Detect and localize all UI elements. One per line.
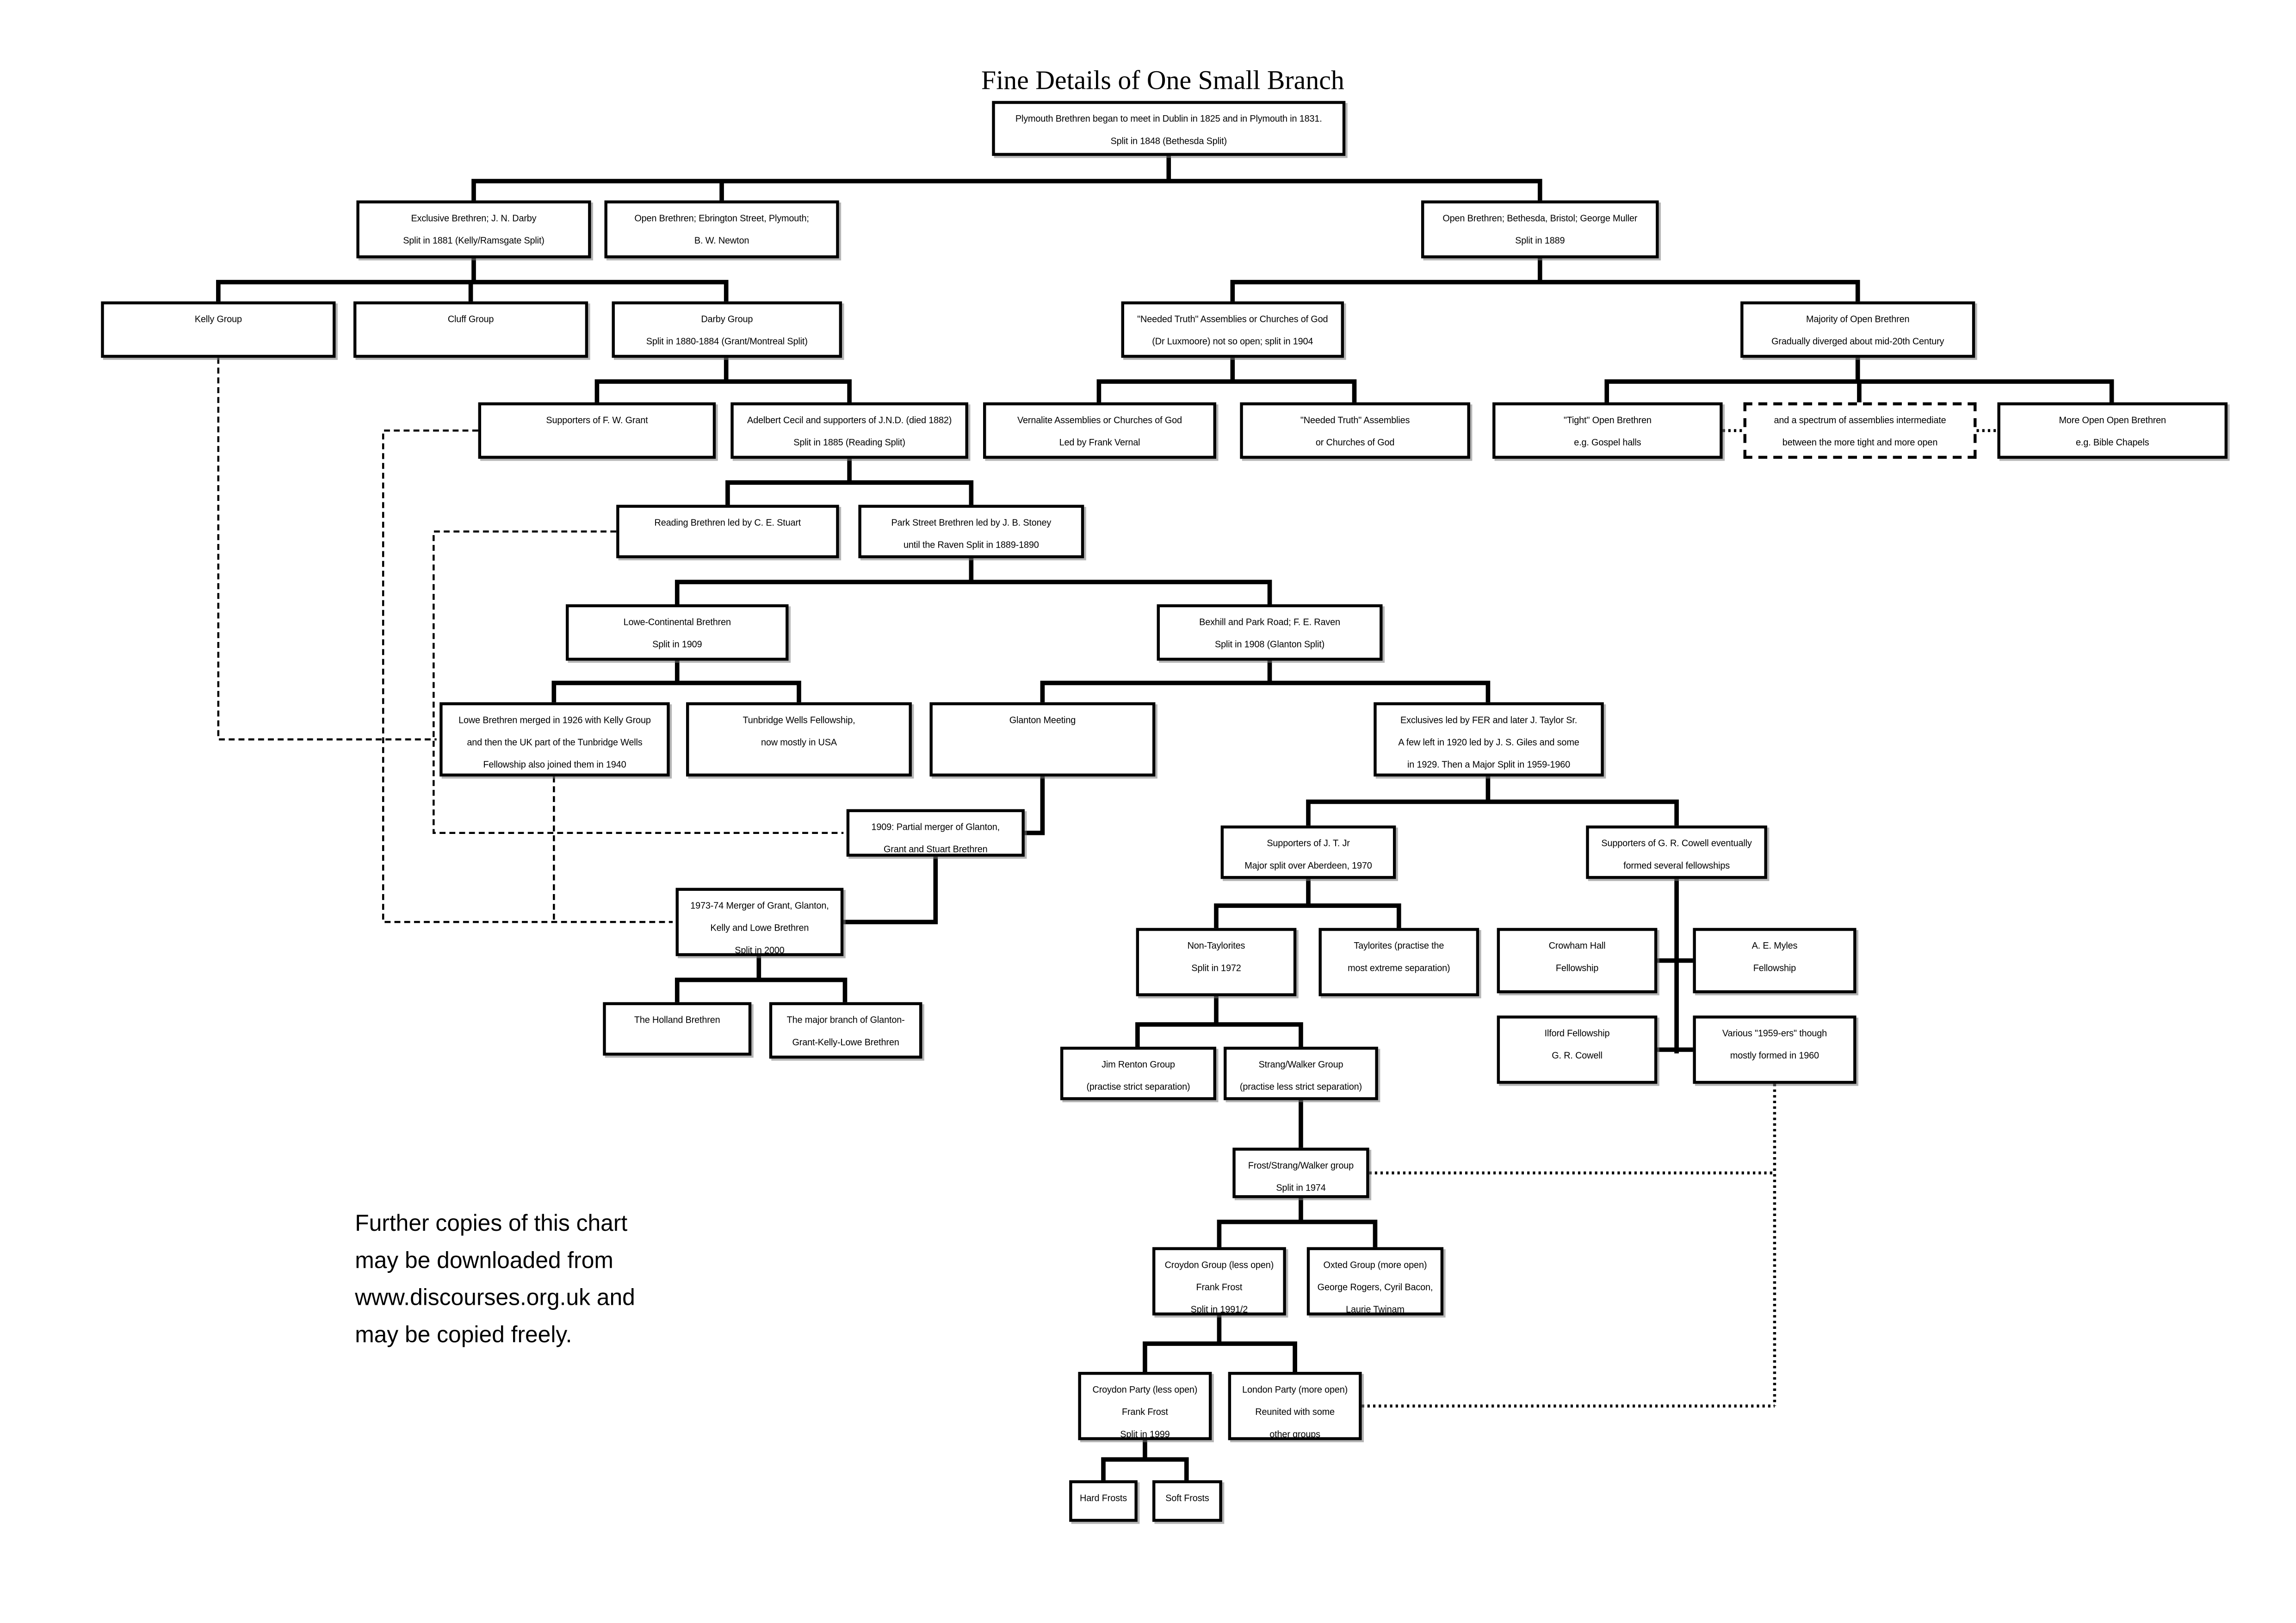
dotted-connectors [1362,429,1998,1408]
node-croydon-party: Croydon Party (less open) Frank Frost Sp… [1078,1372,1212,1440]
node-ilford-fellowship: Ilford Fellowship G. R. Cowell [1497,1015,1658,1084]
node-tight-open-brethren: "Tight" Open Brethren e.g. Gospel halls [1492,402,1723,459]
node-strang-walker-group: Strang/Walker Group (practise less stric… [1224,1047,1378,1100]
node-london-party: London Party (more open) Reunited with s… [1228,1372,1362,1440]
node-majority-open-brethren: Majority of Open Brethren Gradually dive… [1740,301,1975,358]
node-spectrum-intermediate: and a spectrum of assemblies intermediat… [1743,402,1977,459]
node-more-open-brethren: More Open Open Brethren e.g. Bible Chape… [1997,402,2228,459]
node-fer-exclusives: Exclusives led by FER and later J. Taylo… [1374,702,1604,777]
node-holland-brethren: The Holland Brethren [603,1002,752,1056]
node-bexhill-park-road: Bexhill and Park Road; F. E. Raven Split… [1157,604,1383,661]
node-crowham-hall: Crowham Hall Fellowship [1497,928,1658,994]
node-exclusive-brethren-darby: Exclusive Brethren; J. N. Darby Split in… [356,200,591,259]
node-frost-strang-walker: Frost/Strang/Walker group Split in 1974 [1232,1148,1369,1198]
node-various-1959ers: Various "1959-ers" though mostly formed … [1693,1015,1857,1084]
node-darby-group: Darby Group Split in 1880-1884 (Grant/Mo… [612,301,842,358]
node-myles-fellowship: A. E. Myles Fellowship [1693,928,1857,994]
node-open-brethren-bethesda: Open Brethren; Bethesda, Bristol; George… [1421,200,1659,259]
node-needed-truth-churches: "Needed Truth" Assemblies or Churches of… [1121,301,1344,358]
node-lowe-kelly-merger: Lowe Brethren merged in 1926 with Kelly … [439,702,670,777]
solid-connectors [216,154,2114,1486]
node-tunbridge-wells: Tunbridge Wells Fellowship, now mostly i… [686,702,912,777]
node-hard-frosts: Hard Frosts [1069,1480,1138,1522]
node-glanton-grant-kelly-lowe: The major branch of Glanton- Grant-Kelly… [769,1002,922,1059]
node-soft-frosts: Soft Frosts [1152,1480,1222,1522]
node-cowell-supporters: Supporters of G. R. Cowell eventually fo… [1586,825,1767,879]
page-title: Fine Details of One Small Branch [981,65,1344,95]
node-lowe-continental: Lowe-Continental Brethren Split in 1909 [566,604,789,661]
footer-note: Further copies of this chart may be down… [355,1211,635,1348]
node-oxted-group: Oxted Group (more open) George Rogers, C… [1306,1247,1444,1316]
node-open-brethren-ebrington: Open Brethren; Ebrington Street, Plymout… [604,200,839,259]
node-croydon-group: Croydon Group (less open) Frank Frost Sp… [1152,1247,1286,1316]
node-taylorites: Taylorites (practise the most extreme se… [1318,928,1479,996]
node-1973-merger: 1973-74 Merger of Grant, Glanton, Kelly … [675,888,844,957]
node-park-street-brethren: Park Street Brethren led by J. B. Stoney… [858,505,1084,558]
node-reading-brethren: Reading Brethren led by C. E. Stuart [616,505,839,558]
node-adelbert-cecil: Adelbert Cecil and supporters of J.N.D. … [730,402,968,459]
node-cluff-group: Cluff Group [353,301,588,358]
node-kelly-group: Kelly Group [101,301,336,358]
node-jt-jr-supporters: Supporters of J. T. Jr Major split over … [1220,825,1396,879]
node-jim-renton-group: Jim Renton Group (practise strict separa… [1060,1047,1216,1100]
node-vernalite-assemblies: Vernalite Assemblies or Churches of God … [983,402,1216,459]
node-grant-supporters: Supporters of F. W. Grant [478,402,716,459]
node-glanton-meeting: Glanton Meeting [929,702,1156,777]
node-1909-partial-merger: 1909: Partial merger of Glanton, Grant a… [846,809,1025,857]
node-non-taylorites: Non-Taylorites Split in 1972 [1136,928,1297,996]
dashed-connectors [217,358,844,923]
node-plymouth-root: Plymouth Brethren began to meet in Dubli… [992,101,1346,156]
node-needed-truth-assemblies: "Needed Truth" Assemblies or Churches of… [1240,402,1470,459]
